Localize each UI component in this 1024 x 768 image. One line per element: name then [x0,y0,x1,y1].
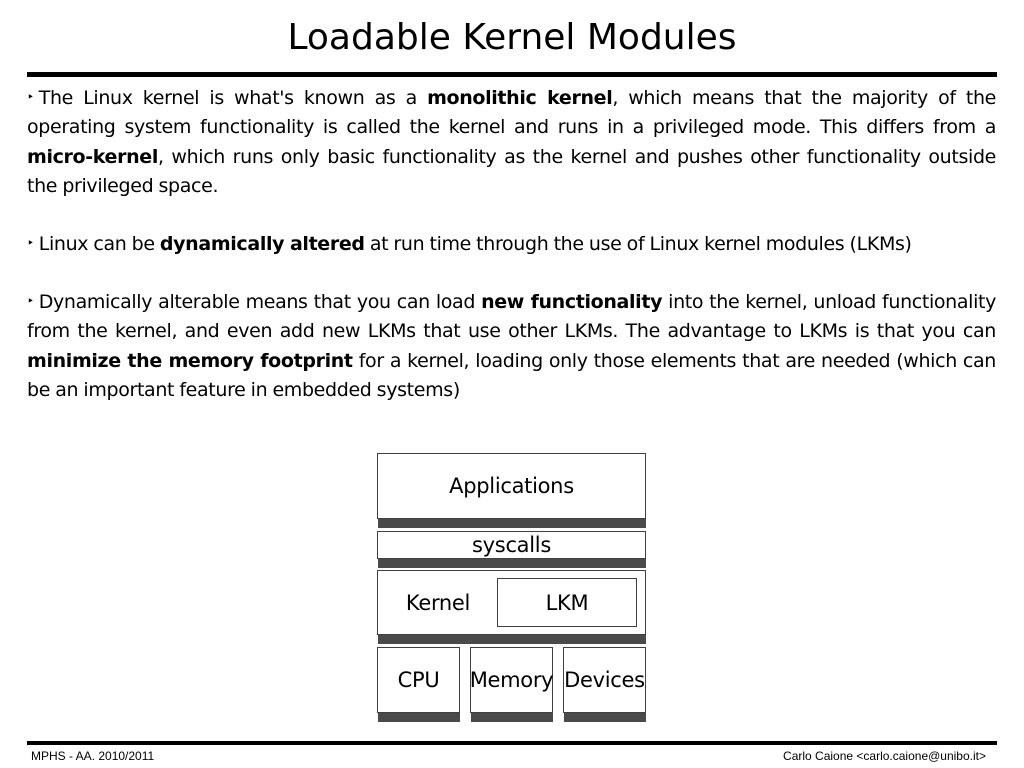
paragraph-dynamic: ‣ Linux can be dynamically altered at run… [27,229,996,259]
applications-shadow [378,518,646,528]
memory-box: Memory [469,647,554,713]
footer-course: MPHS - AA. 2010/2011 [31,749,155,763]
bold-term: monolithic kernel [427,87,613,109]
syscalls-label: syscalls [472,533,551,557]
paragraph-text: into the kernel, unload functionality fr… [27,291,997,343]
bold-term: dynamically altered [159,233,365,255]
syscalls-box: syscalls [377,531,646,559]
paragraph-text: Linux can be [38,233,160,255]
bold-term: micro-kernel [27,145,158,168]
paragraph-monolithic-kernel: ‣ The Linux kernel is what's known as a m… [27,83,996,202]
footer-divider [27,741,997,745]
title-divider [27,72,997,77]
cpu-shadow [378,712,460,722]
bold-term: minimize the memory footprint [27,349,353,372]
paragraph-lkm-advantage: ‣ Dynamically alterable means that you ca… [27,287,996,406]
lkm-box: LKM [497,578,637,627]
devices-shadow [564,712,646,722]
cpu-label: CPU [397,668,440,692]
bold-term: new functionality [481,291,663,313]
paragraph-text: at run time through the use of Linux ker… [364,233,912,255]
kernel-label: Kernel [405,590,471,615]
cpu-box: CPU [377,647,460,713]
applications-label: Applications [449,474,574,498]
memory-shadow [471,712,553,722]
kernel-shadow [378,634,646,644]
bullet-icon: ‣ [27,236,34,250]
paragraph-text: Dynamically alterable means that you can… [38,291,482,313]
syscalls-shadow [378,558,646,568]
devices-box: Devices [563,647,646,713]
footer-author: Carlo Caione <carlo.caione@unibo.it> [783,749,986,763]
paragraph-text: , which means that the majority of the o… [27,87,996,139]
paragraph-text: , which runs only basic functionality as… [27,145,996,198]
paragraph-text: for a kernel, loading only those element… [27,349,996,402]
bullet-icon: ‣ [27,294,34,308]
slide-title: Loadable Kernel Modules [287,17,737,58]
memory-label: Memory [469,668,554,692]
bullet-icon: ‣ [27,90,34,104]
paragraph-text: The Linux kernel is what's known as a [38,87,428,109]
devices-label: Devices [564,668,645,692]
applications-box: Applications [377,453,646,519]
lkm-label: LKM [545,590,589,615]
